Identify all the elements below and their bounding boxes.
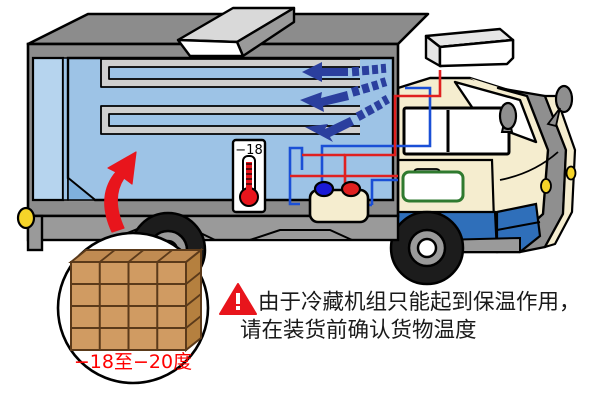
compressor-terminal-blue — [313, 180, 335, 198]
marker-light-icon — [565, 165, 577, 181]
roof-vent-unit — [176, 6, 296, 58]
truck-front-wheel — [389, 210, 465, 286]
cargo-box-stack — [68, 247, 204, 353]
rear-marker-light-icon — [16, 206, 36, 230]
warning-text-line2: 请在装货前确认货物温度 — [240, 318, 477, 343]
warning-text-line1: 由于冷藏机组只能起到保温作用， — [258, 290, 581, 315]
evaporator-coil — [101, 59, 360, 134]
refrigerant-pipe-red — [290, 70, 442, 185]
callout-temperature-label: −18至−20度 — [74, 351, 192, 373]
cargo-loading-arrow — [104, 151, 137, 233]
thermometer-label: −18 — [235, 143, 262, 158]
thermometer-gauge: −18 — [231, 138, 267, 214]
control-panel-display — [401, 170, 465, 203]
warning-triangle-icon — [219, 283, 257, 315]
condenser-unit — [424, 27, 515, 68]
cold-air-flow-arrow — [300, 62, 390, 142]
marker-light-icon — [540, 178, 552, 194]
side-mirror-icon — [554, 84, 574, 114]
compressor-terminal-red — [340, 180, 362, 198]
truck-cab — [389, 76, 577, 286]
side-mirror-icon — [498, 101, 518, 131]
compressor-unit — [308, 180, 370, 224]
